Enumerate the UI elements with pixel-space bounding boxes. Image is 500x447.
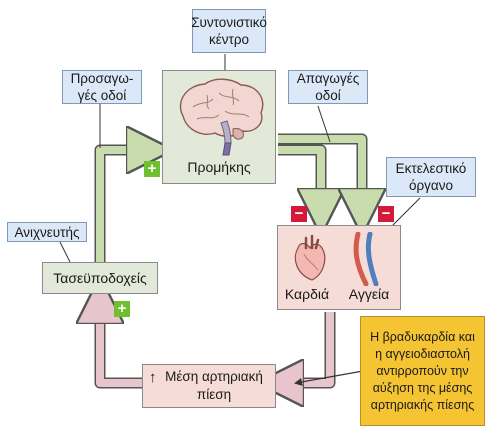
effector-to-pressure-arrow bbox=[280, 312, 336, 389]
afferent-pathways-callout: Προσαγω- γές οδοί bbox=[62, 70, 142, 104]
medulla-box: Προμήκης bbox=[162, 70, 276, 184]
leader-sensor bbox=[59, 241, 71, 263]
leader-efferent bbox=[317, 105, 331, 143]
vessels-label: Αγγεία bbox=[348, 286, 390, 302]
afferent-arrow bbox=[94, 144, 150, 262]
baroreceptors-box: Τασεϋποδοχείς bbox=[42, 262, 158, 294]
pressure-up-arrow: ↑ bbox=[149, 369, 157, 386]
pressure-label: Μέση αρτηριακή πίεση bbox=[165, 369, 263, 402]
plus-sign-afferent: + bbox=[144, 161, 160, 177]
minus-sign-vessels: − bbox=[378, 206, 394, 222]
leader-note bbox=[294, 370, 364, 386]
efferent-pathways-callout: Απαγωγές οδοί bbox=[288, 70, 368, 104]
control-center-callout: Συντονιστικό κέντρο bbox=[191, 9, 267, 53]
baroreceptors-label: Τασεϋποδοχείς bbox=[53, 270, 147, 286]
blood-vessels-icon bbox=[353, 232, 379, 286]
minus-sign-heart: − bbox=[291, 206, 307, 222]
heart-label: Καρδιά bbox=[284, 286, 330, 302]
compensation-note: Η βραδυκαρδία και η αγγειοδιαστολή αντιρ… bbox=[360, 316, 485, 426]
effector-box: Καρδιά Αγγεία bbox=[277, 225, 401, 310]
mean-arterial-pressure-box: ↑ Μέση αρτηριακή πίεση bbox=[142, 364, 276, 408]
plus-sign-sensor: + bbox=[114, 301, 130, 317]
efferent-arrow-heart bbox=[278, 144, 327, 212]
sensor-callout: Ανιχνευτής bbox=[7, 222, 87, 242]
brain-icon bbox=[179, 78, 264, 156]
effector-callout: Εκτελεστικό όργανο bbox=[386, 157, 476, 197]
heart-icon bbox=[294, 234, 326, 281]
leader-effector bbox=[391, 197, 421, 227]
medulla-label: Προμήκης bbox=[187, 159, 251, 175]
